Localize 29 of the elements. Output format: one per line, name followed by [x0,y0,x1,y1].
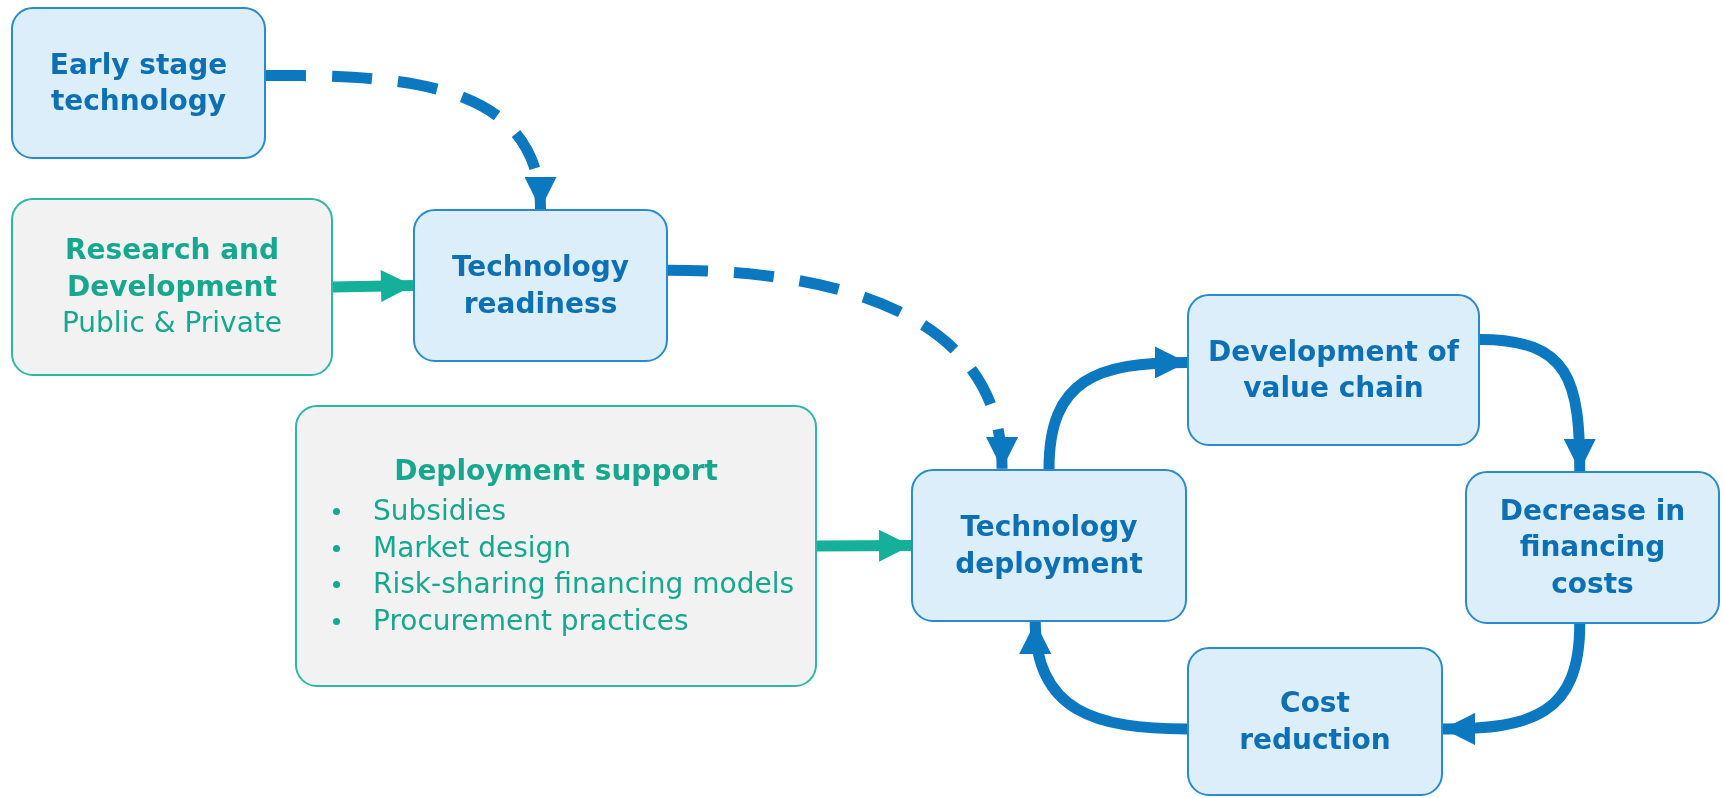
box-text: Public & Private [61,305,283,342]
process-box [1465,471,1720,624]
arrow [1043,346,1188,470]
process-box [413,209,668,362]
process-box [11,198,333,376]
box-heading: Development of value chain [1207,333,1461,406]
process-box [11,7,266,159]
box-heading: Early stage technology [48,46,229,119]
arrow [667,264,1015,470]
process-box [1187,647,1443,796]
process-box [295,405,817,687]
bullet-item: Subsidies [373,493,801,530]
arrow [332,270,414,303]
bullet-item: Procurement practices [373,602,801,639]
bullet-item: Risk-sharing financing models [373,566,801,603]
box-heading: Deployment support [393,453,719,489]
bullet-item: Market design [373,529,801,567]
process-box [911,469,1187,622]
arrow [1021,621,1188,735]
box-heading: Research and Development [63,232,281,305]
box-heading: Decrease in financing costs [1498,492,1687,602]
box-heading: Cost reduction [1238,685,1392,758]
arrow [265,69,554,210]
arrow [1442,623,1586,745]
process-box [1187,294,1480,446]
arrow [1479,334,1596,472]
box-heading: Technology readiness [450,249,631,322]
box-heading: Technology deployment [954,509,1144,582]
arrow [816,529,912,562]
